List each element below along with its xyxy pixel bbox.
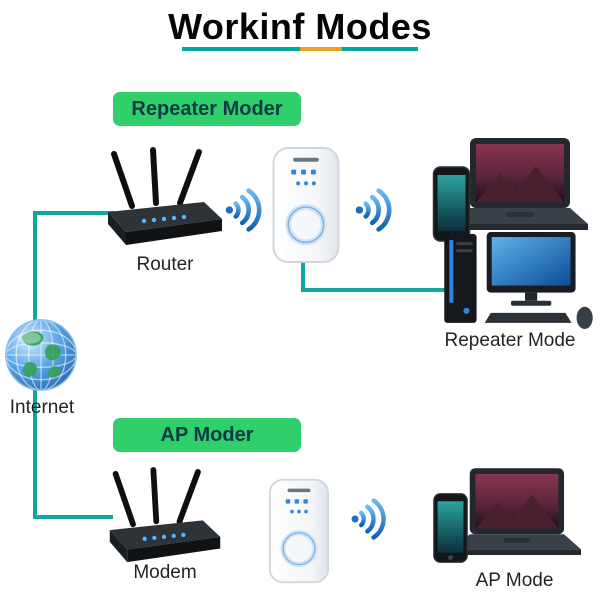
internet-globe-icon bbox=[3, 317, 79, 393]
connection-line-router-branch bbox=[33, 211, 115, 215]
ap-mode-label: AP Mode bbox=[475, 570, 554, 591]
desktop-computer-icon bbox=[442, 230, 594, 331]
router-icon bbox=[100, 146, 230, 251]
wifi-signal-icon bbox=[222, 187, 268, 233]
wifi-signal-icon bbox=[348, 497, 392, 541]
underline-gold-segment bbox=[300, 47, 342, 51]
title-underline bbox=[182, 47, 418, 51]
internet-label: Internet bbox=[9, 397, 75, 418]
wifi-signal-icon bbox=[352, 187, 398, 233]
repeater-device-icon bbox=[268, 478, 330, 584]
underline-teal-segment bbox=[182, 47, 300, 51]
modem-label: Modem bbox=[133, 562, 197, 583]
modem-icon bbox=[102, 466, 228, 568]
ap-mode-badge: AP Moder bbox=[113, 418, 301, 452]
page-title: Workinf Modes bbox=[168, 6, 432, 47]
smartphone-icon bbox=[432, 492, 469, 564]
repeater-mode-badge: Repeater Moder bbox=[113, 92, 301, 126]
connection-line-repeater-drop bbox=[301, 260, 305, 292]
router-label: Router bbox=[136, 254, 194, 275]
repeater-device-icon bbox=[271, 146, 341, 264]
connection-line-modem-branch bbox=[33, 515, 113, 519]
underline-teal-segment bbox=[342, 47, 418, 51]
connection-line-repeater-to-pc bbox=[301, 288, 451, 292]
repeater-mode-label: Repeater Mode bbox=[444, 330, 576, 351]
